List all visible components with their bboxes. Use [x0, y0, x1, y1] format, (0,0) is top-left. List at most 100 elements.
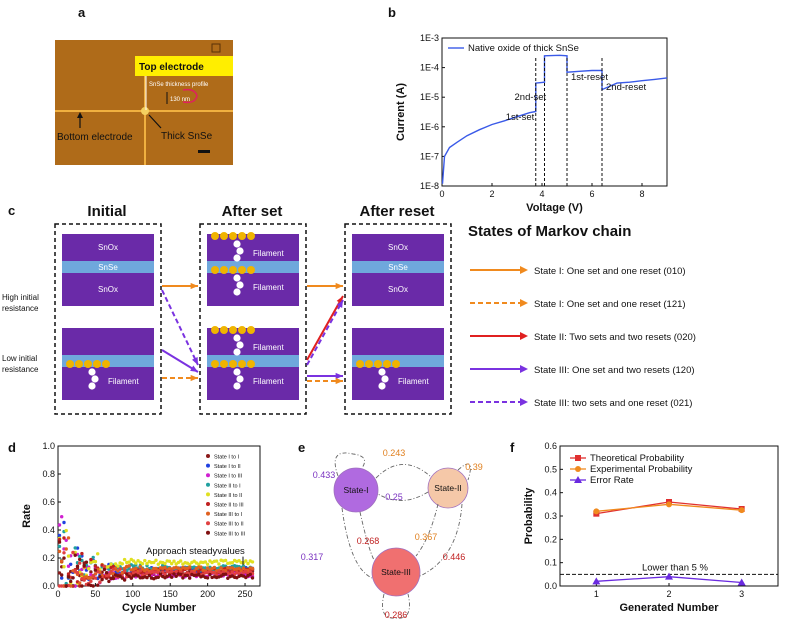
rate-point: [167, 559, 172, 563]
legend-label: State III to III: [214, 531, 246, 537]
panel-label-e: e: [298, 440, 306, 455]
y-tick-label: 1E-6: [420, 122, 439, 132]
rate-point: [62, 551, 66, 555]
y-tick-label: 1E-5: [420, 92, 439, 102]
y-tick-label: 1E-7: [420, 151, 439, 161]
legend-label: State I to I: [214, 455, 240, 461]
rate-point: [87, 567, 91, 571]
transition-label: 2nd-set: [515, 92, 547, 103]
legend-state-label: State III: two sets and one reset (021): [534, 398, 692, 409]
filament-atom: [220, 266, 228, 274]
rate-point: [199, 565, 203, 569]
snox-label: SnOx: [98, 243, 118, 252]
x-tick-label: 100: [125, 589, 140, 599]
rate-point: [129, 576, 133, 580]
rate-point: [109, 569, 113, 574]
snox-layer: [352, 367, 444, 400]
legend-marker: [575, 455, 581, 461]
rate-point: [66, 536, 71, 540]
transition-arrow-head: [335, 372, 343, 380]
filament-label: Filament: [253, 343, 284, 352]
x-tick-label: 1: [594, 589, 599, 599]
filament-atom: [233, 240, 241, 248]
x-tick-label: 6: [589, 189, 594, 199]
rate-point: [174, 569, 178, 574]
y-tick-label: 0.2: [544, 534, 557, 544]
rate-point: [223, 558, 228, 563]
data-point: [738, 507, 745, 514]
rate-point: [237, 559, 241, 563]
rate-point: [223, 572, 228, 576]
rate-point: [57, 544, 62, 549]
row-label-low: resistance: [2, 365, 39, 374]
snox-layer: [62, 273, 154, 306]
states-title: States of Markov chain: [468, 223, 631, 240]
legend-label: State I to III: [214, 474, 243, 480]
legend-label: Theoretical Probability: [590, 453, 684, 464]
rate-point: [170, 575, 174, 579]
rate-point: [152, 560, 156, 565]
snox-layer: [62, 367, 154, 400]
legend-arrow-head: [520, 365, 528, 373]
filament-atom: [88, 382, 96, 390]
filament-atom: [378, 382, 386, 390]
filament-atom: [91, 375, 99, 383]
legend-label: Native oxide of thick SnSe: [468, 43, 579, 54]
rate-point: [102, 567, 107, 572]
rate-point: [134, 566, 138, 570]
rate-point: [127, 560, 131, 564]
rate-point: [156, 575, 160, 579]
transition-arrow-head: [190, 374, 198, 382]
rate-point: [179, 568, 183, 572]
rate-point: [57, 549, 62, 554]
legend-label: State III to I: [214, 512, 243, 518]
data-point: [665, 572, 673, 580]
rate-point: [98, 580, 102, 584]
rate-point: [145, 561, 149, 566]
rate-point: [244, 569, 248, 574]
column-title: Initial: [87, 203, 126, 220]
filament-atom: [75, 360, 83, 368]
rate-point: [93, 576, 98, 580]
rate-point: [212, 570, 217, 575]
rate-point: [136, 574, 140, 578]
transition-arrow-head: [336, 300, 343, 308]
filament-atom: [238, 360, 246, 368]
rate-point: [214, 559, 219, 563]
filament-atom: [381, 375, 389, 383]
rate-point: [154, 566, 158, 571]
plot-frame: [441, 37, 668, 187]
threshold-annotation: Lower than 5 %: [642, 562, 709, 573]
rate-point: [113, 562, 118, 566]
row-label-high: High initial: [2, 293, 39, 302]
snox-layer: [352, 328, 444, 355]
rate-point: [82, 563, 86, 568]
transition-probability: 0.39: [465, 462, 483, 472]
rate-point: [185, 573, 190, 578]
legend-marker: [206, 530, 210, 535]
rate-point: [93, 568, 98, 572]
rate-point: [246, 561, 250, 566]
rate-point: [188, 565, 192, 569]
transition-probability: 0.268: [357, 536, 380, 546]
rate-point: [69, 562, 73, 566]
rate-point: [120, 562, 125, 566]
rate-point: [167, 573, 172, 577]
snse-layer: [352, 261, 444, 273]
rate-point: [60, 559, 64, 563]
snox-label: SnOx: [98, 285, 118, 294]
rate-point: [163, 565, 167, 570]
y-tick-label: 0.0: [42, 581, 55, 591]
rate-point: [78, 557, 82, 562]
filament-label: Filament: [253, 249, 284, 258]
x-axis-label: Generated Number: [619, 602, 719, 614]
transition-probability: 0.286: [385, 610, 408, 620]
transition-arrow: [306, 299, 344, 366]
rate-point: [188, 576, 192, 580]
transition-probability: 0.317: [301, 552, 324, 562]
column-title: After set: [222, 203, 283, 220]
data-point: [592, 577, 601, 585]
